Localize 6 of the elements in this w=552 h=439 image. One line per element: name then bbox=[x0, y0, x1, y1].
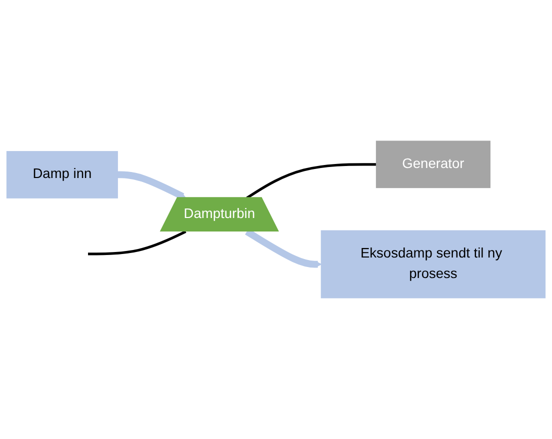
arrow bbox=[118, 171, 186, 200]
node-box: Eksosdamp sendt til ny prosess bbox=[320, 230, 546, 298]
connector bbox=[246, 163, 376, 200]
node-box: Damp inn bbox=[6, 151, 118, 198]
connector bbox=[88, 230, 186, 256]
node-box: Generator bbox=[376, 140, 490, 188]
